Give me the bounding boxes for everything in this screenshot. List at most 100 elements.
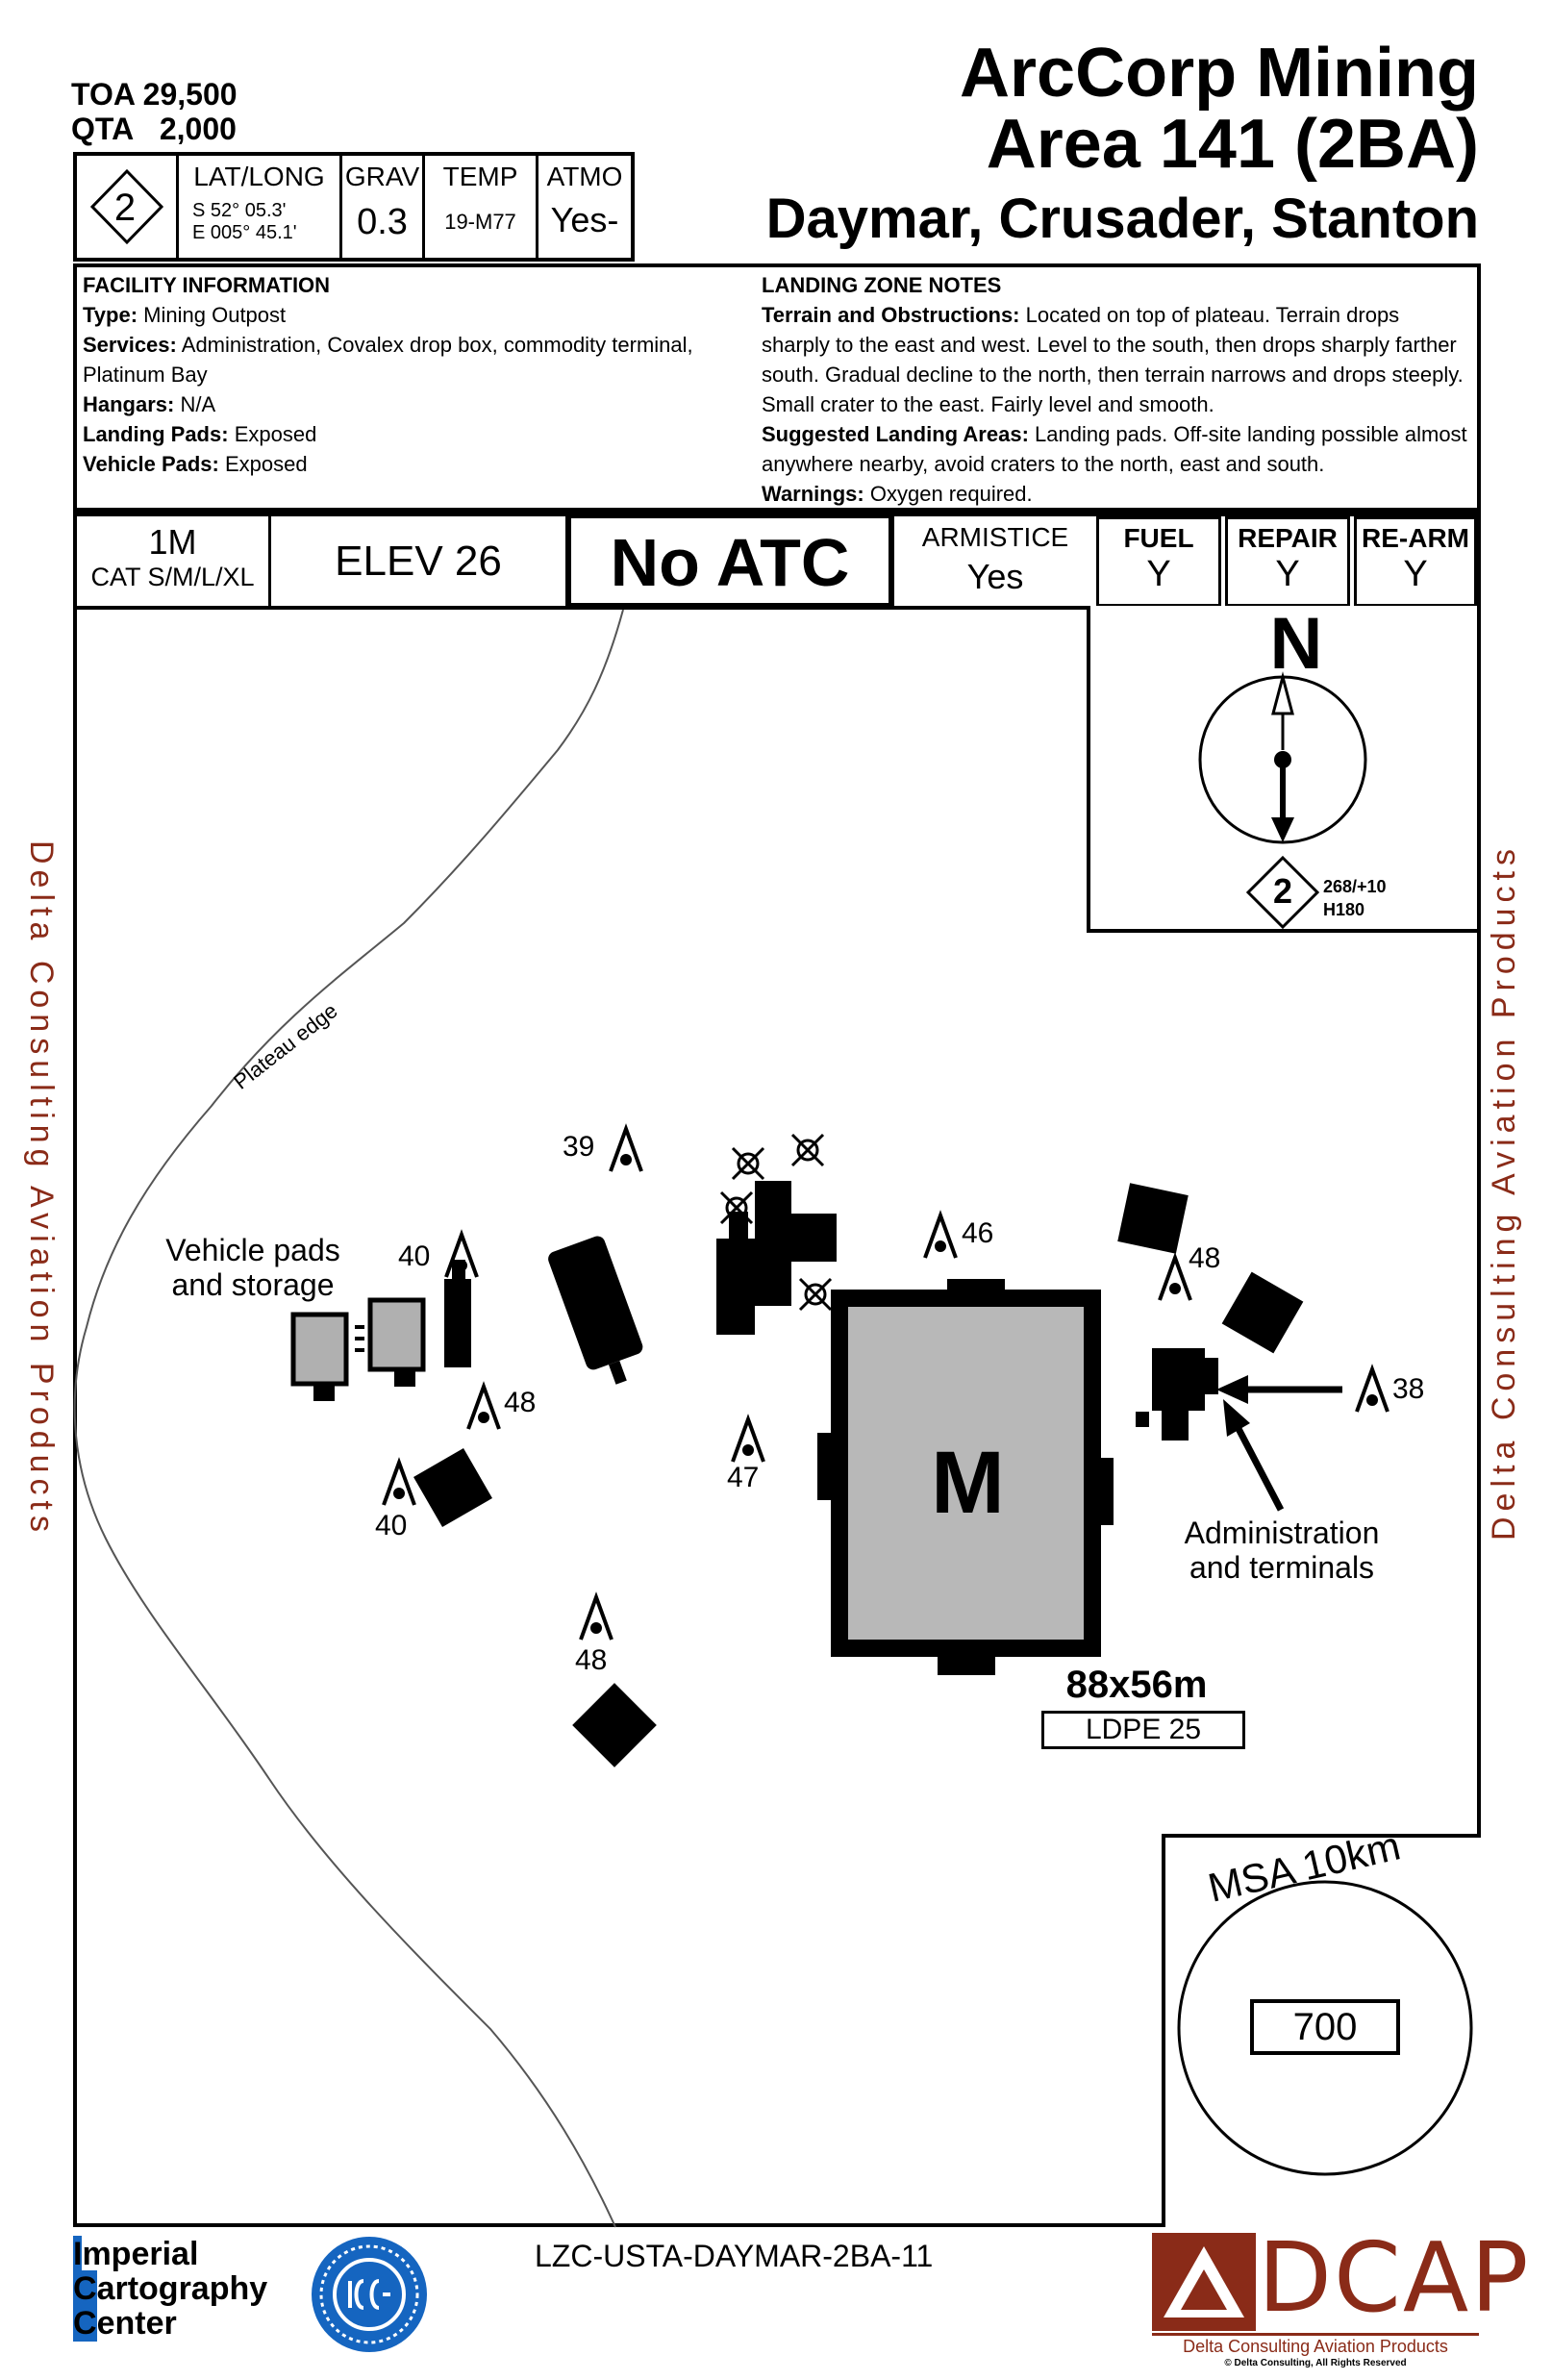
main-pad-ldpe: LDPE 25 bbox=[1041, 1711, 1245, 1749]
vehicle-pad-1 bbox=[290, 1312, 349, 1401]
elevation-cell: ELEV 26 bbox=[271, 516, 565, 607]
building-admin bbox=[1152, 1348, 1218, 1441]
temp-value: 19-M77 bbox=[444, 210, 516, 234]
services-value: Administration, Covalex drop box, commod… bbox=[83, 333, 693, 387]
type-value: Mining Outpost bbox=[143, 303, 287, 327]
obstacle-height: 39 bbox=[563, 1131, 595, 1163]
toa-qta: TOA 29,500 QTA 2,000 bbox=[71, 77, 238, 146]
qta-label: QTA bbox=[71, 112, 135, 146]
compass-badge-info: 268/+10 H180 bbox=[1323, 875, 1387, 921]
admin-arrows bbox=[1216, 1375, 1342, 1512]
compass-line-1: 268/+10 bbox=[1323, 877, 1387, 896]
rearm-label: RE-ARM bbox=[1362, 523, 1469, 553]
page-title: ArcCorp Mining Area 141 (2BA) Daymar, Cr… bbox=[766, 38, 1479, 258]
obstacle-height: 47 bbox=[727, 1462, 760, 1493]
rearm-value: Y bbox=[1403, 554, 1428, 594]
information-box: FACILITY INFORMATION Type: Mining Outpos… bbox=[73, 263, 1481, 512]
atc-status: No ATC bbox=[610, 525, 850, 600]
dcap-triangle-icon bbox=[1152, 2233, 1256, 2331]
north-label: N bbox=[1269, 603, 1323, 685]
terrain-value: Located on top of plateau. Terrain drops… bbox=[762, 303, 1464, 416]
title-line-1: ArcCorp Mining bbox=[960, 35, 1479, 112]
status-row: 1M CAT S/M/L/XL ELEV 26 No ATC ARMISTICE… bbox=[73, 512, 1481, 610]
facility-info: FACILITY INFORMATION Type: Mining Outpos… bbox=[83, 271, 746, 479]
sector-number: 2 bbox=[113, 187, 137, 229]
vehicle-callout-line-1: Vehicle pads bbox=[165, 1233, 340, 1267]
chart-id: LZC-USTA-DAYMAR-2BA-11 bbox=[535, 2239, 934, 2273]
landing-zone-notes: LANDING ZONE NOTES Terrain and Obstructi… bbox=[762, 271, 1473, 509]
armistice-cell: ARMISTICE Yes bbox=[894, 516, 1096, 607]
vehicle-pads-value: Exposed bbox=[224, 452, 308, 476]
repair-cell: REPAIR Y bbox=[1225, 516, 1350, 607]
warnings-label: Warnings: bbox=[762, 482, 864, 506]
grav-label: GRAV bbox=[344, 162, 420, 191]
building-hab bbox=[548, 1236, 643, 1385]
vehicle-pads-label: Vehicle Pads: bbox=[83, 452, 219, 476]
vehicle-callout-line-2: and storage bbox=[171, 1267, 335, 1302]
long-value: E 005° 45.1' bbox=[192, 222, 297, 243]
suggested-label: Suggested Landing Areas: bbox=[762, 422, 1029, 446]
lat-value: S 52° 05.3' bbox=[192, 200, 287, 221]
warnings-value: Oxygen required. bbox=[869, 482, 1033, 506]
latlong-cell: LAT/LONG S 52° 05.3' E 005° 45.1' bbox=[179, 156, 342, 258]
obstacle-height: 40 bbox=[375, 1510, 408, 1541]
main-landing-pad bbox=[817, 1279, 1114, 1675]
admin-callout-line-2: and terminals bbox=[1189, 1550, 1375, 1585]
main-pad-letter: M bbox=[931, 1434, 1005, 1532]
notes-heading: LANDING ZONE NOTES bbox=[762, 273, 1002, 297]
elevation-value: ELEV 26 bbox=[335, 538, 502, 585]
hangars-value: N/A bbox=[180, 392, 216, 416]
facility-heading: FACILITY INFORMATION bbox=[83, 273, 331, 297]
building-block-1 bbox=[413, 1448, 492, 1527]
obstacle-height: 48 bbox=[575, 1644, 608, 1676]
dcap-logo: DCAP Delta Consulting Aviation Products … bbox=[1152, 2225, 1529, 2377]
side-text-right: Delta Consulting Aviation Products bbox=[1486, 842, 1522, 1541]
icc-word-3: enter bbox=[96, 2305, 177, 2342]
fuel-value: Y bbox=[1146, 554, 1171, 594]
title-line-2: Area 141 (2BA) bbox=[986, 106, 1479, 183]
icc-word-2: artography bbox=[96, 2270, 268, 2307]
obstacle-height: 48 bbox=[504, 1387, 537, 1418]
grav-value: 0.3 bbox=[357, 202, 408, 242]
msa-circle-icon bbox=[1177, 1880, 1473, 2176]
rearm-cell: RE-ARM Y bbox=[1354, 516, 1477, 607]
antenna-icons bbox=[719, 1133, 833, 1312]
fuel-cell: FUEL Y bbox=[1096, 516, 1221, 607]
toa-label: TOA bbox=[71, 77, 135, 112]
side-text-left: Delta Consulting Aviation Products bbox=[23, 840, 60, 1539]
obstacle-height: 40 bbox=[398, 1240, 431, 1272]
admin-small-pad bbox=[1136, 1412, 1149, 1427]
services-label: Services: bbox=[83, 333, 177, 357]
dcap-wordmark: DCAP bbox=[1258, 2221, 1531, 2334]
pad-categories: CAT S/M/L/XL bbox=[90, 563, 255, 591]
type-label: Type: bbox=[83, 303, 138, 327]
atmo-label: ATMO bbox=[546, 162, 623, 191]
building-block-3 bbox=[1221, 1271, 1304, 1354]
toa-value: 29,500 bbox=[142, 77, 238, 112]
msa-box: MSA 10km 700 bbox=[1162, 1822, 1481, 2227]
obstacle-height: 46 bbox=[962, 1217, 994, 1249]
pad-count: 1M bbox=[148, 522, 197, 562]
atmo-value: Yes- bbox=[550, 200, 619, 239]
compass-rose-icon bbox=[1198, 671, 1367, 930]
qta-value: 2,000 bbox=[159, 112, 237, 146]
compass-line-2: H180 bbox=[1323, 900, 1365, 919]
admin-callout: Administration and terminals bbox=[1162, 1516, 1402, 1585]
sector-badge: 2 bbox=[77, 156, 179, 258]
building-processing bbox=[716, 1181, 837, 1335]
repair-value: Y bbox=[1275, 554, 1300, 594]
temp-cell: TEMP 19-M77 bbox=[425, 156, 538, 258]
compass-badge-number: 2 bbox=[1272, 871, 1293, 911]
atmo-cell: ATMO Yes- bbox=[538, 156, 631, 258]
info-row: 2 LAT/LONG S 52° 05.3' E 005° 45.1' GRAV… bbox=[73, 152, 635, 262]
icc-initial-3: C bbox=[73, 2305, 97, 2342]
pad-summary: 1M CAT S/M/L/XL bbox=[77, 516, 271, 607]
landing-pads-value: Exposed bbox=[234, 422, 317, 446]
compass-box: N 2 268/+10 H180 bbox=[1087, 606, 1481, 933]
armistice-value: Yes bbox=[966, 557, 1024, 596]
admin-callout-line-1: Administration bbox=[1184, 1516, 1380, 1550]
icc-initial-1: I bbox=[73, 2236, 83, 2272]
vehicle-pad-markers bbox=[355, 1325, 364, 1352]
building-block-4 bbox=[572, 1683, 657, 1767]
